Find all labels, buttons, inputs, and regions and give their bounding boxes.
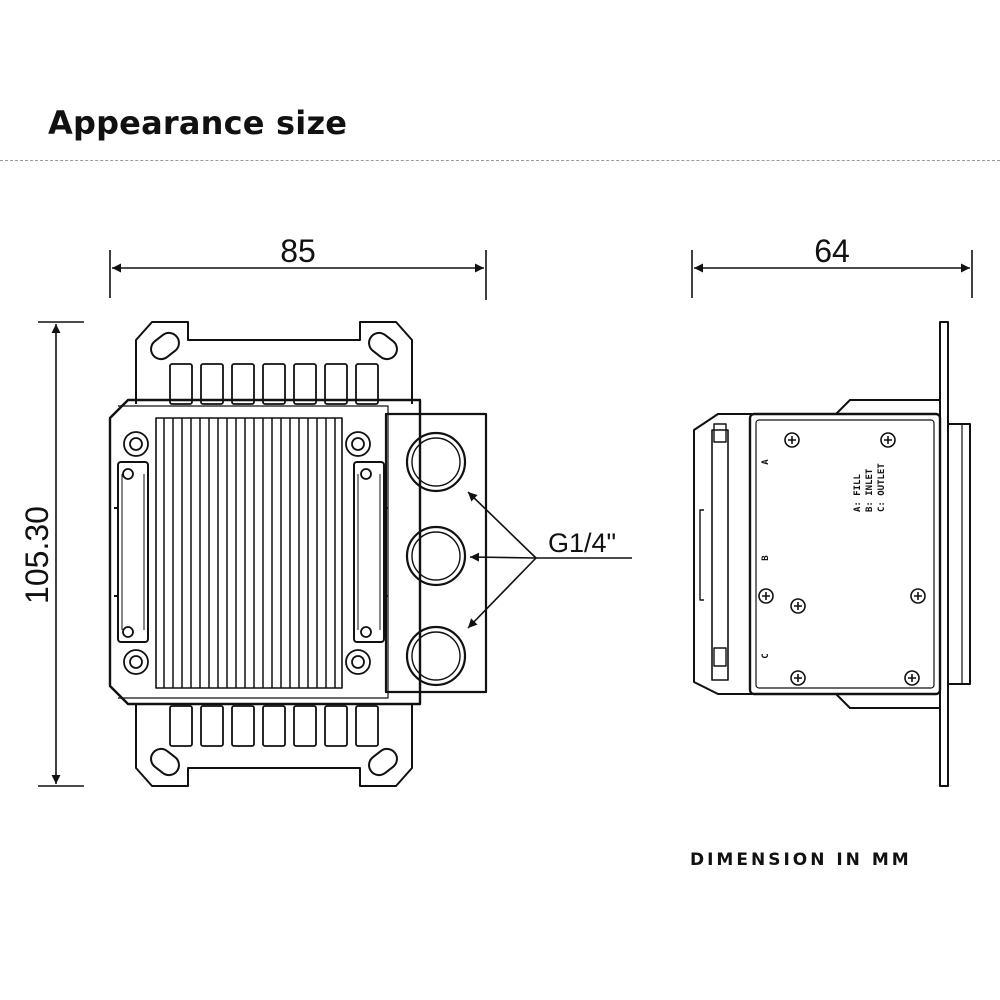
page-title: Appearance size [48, 104, 348, 142]
height-label: 105.30 [19, 506, 55, 604]
header-divider [0, 160, 1000, 161]
front-view [108, 321, 488, 787]
dimension-front-width [109, 250, 487, 300]
port-letter-b: B [761, 555, 771, 561]
dimension-height [38, 321, 84, 787]
legend-inlet: B: INLET [865, 468, 875, 512]
legend-fill: A: FILL [853, 473, 863, 512]
thread-size-label: G1/4" [548, 528, 616, 558]
port-letter-a: A [761, 459, 771, 465]
legend-outlet: C: OUTLET [877, 463, 887, 512]
port-outlet [405, 625, 467, 687]
port-inlet [405, 525, 467, 587]
port-letter-c: C [761, 653, 771, 658]
side-width-label: 64 [814, 233, 850, 269]
side-view [693, 321, 971, 787]
front-width-label: 85 [280, 233, 316, 269]
thread-callout-leaders [467, 491, 632, 629]
dimension-side-width [691, 250, 973, 298]
units-note: DIMENSION IN MM [690, 850, 912, 870]
port-fill [405, 431, 467, 493]
